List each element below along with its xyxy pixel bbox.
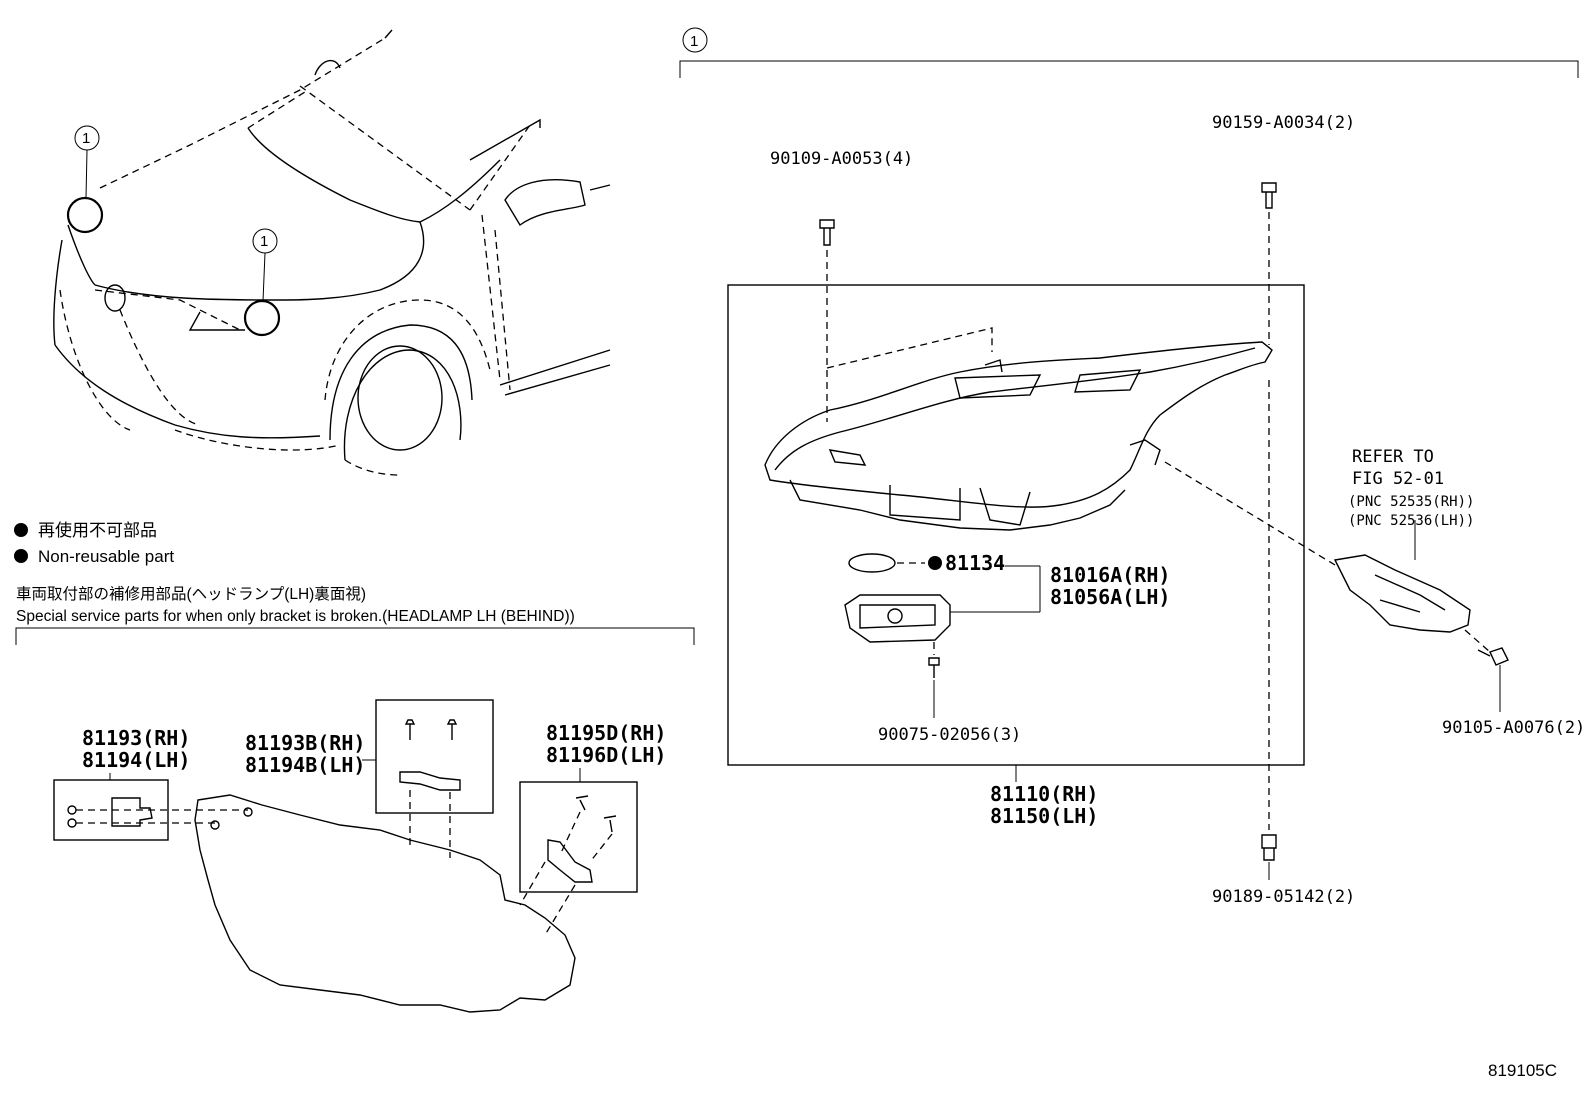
- lamp-control-module-illustration: [844, 594, 951, 643]
- part-label-90159[interactable]: 90159-A0034(2): [1212, 113, 1355, 133]
- special-service-title-jp: 車両取付部の補修用部品(ヘッドランプ(LH)裏面視): [16, 584, 366, 603]
- screw-90159-icon: [1261, 182, 1277, 830]
- refer-to-line4: (PNC 52536(LH)): [1348, 513, 1474, 529]
- non-reusable-dot-icon: [14, 523, 28, 537]
- headlamp-unit-illustration: [764, 327, 1273, 531]
- part-label-81194-lh[interactable]: 81194(LH): [82, 748, 190, 772]
- part-label-81016a-rh[interactable]: 81016A(RH): [1050, 563, 1170, 587]
- part-label-90105[interactable]: 90105-A0076(2): [1442, 718, 1585, 738]
- non-reusable-dot-icon: [928, 556, 942, 570]
- assembly-bracket: [679, 60, 1579, 78]
- part-label-90075[interactable]: 90075-02056(3): [878, 725, 1021, 745]
- part-label-81056a-lh[interactable]: 81056A(LH): [1050, 585, 1170, 609]
- legend-en: Non-reusable part: [38, 547, 174, 566]
- part-label-81195d-rh[interactable]: 81195D(RH): [546, 721, 666, 745]
- part-81195d-box: [519, 781, 638, 893]
- part-label-90189[interactable]: 90189-05142(2): [1212, 887, 1355, 907]
- callout-bubble-1a: 1: [82, 130, 90, 147]
- car-front-illustration: [53, 29, 611, 476]
- refer-to-line2[interactable]: FIG 52-01: [1352, 469, 1444, 489]
- part-label-81110-rh[interactable]: 81110(RH): [990, 782, 1098, 806]
- part-label-81134[interactable]: 81134: [945, 551, 1005, 575]
- part-81193-box: [53, 779, 169, 841]
- bolt-90105-icon: [1477, 647, 1509, 712]
- seal-ring-illustration: [848, 553, 896, 573]
- legend-jp: 再使用不可部品: [38, 520, 157, 540]
- section-bracket: [15, 627, 695, 645]
- screw-90075-icon: [928, 642, 940, 718]
- callout-bubble-1-main: [682, 27, 708, 53]
- part-label-90109[interactable]: 90109-A0053(4): [770, 149, 913, 169]
- headlamp-bracket-illustration: [1164, 461, 1491, 653]
- part-81193b-box: [375, 699, 494, 814]
- refer-to-line3: (PNC 52535(RH)): [1348, 494, 1474, 510]
- part-label-81196d-lh[interactable]: 81196D(LH): [546, 743, 666, 767]
- headlamp-behind-outline: [194, 794, 576, 1013]
- non-reusable-dot-icon: [14, 549, 28, 563]
- part-label-81194b-lh[interactable]: 81194B(LH): [245, 753, 365, 777]
- part-label-81193b-rh[interactable]: 81193B(RH): [245, 731, 365, 755]
- callout-bubble-1-main-number: 1: [690, 33, 698, 50]
- special-service-title-en: Special service parts for when only brac…: [16, 608, 575, 625]
- callout-bubble-1b: 1: [260, 233, 268, 250]
- refer-to-line1: REFER TO: [1352, 447, 1434, 467]
- part-label-81150-lh[interactable]: 81150(LH): [990, 804, 1098, 828]
- figure-id: 819105C: [1488, 1061, 1557, 1080]
- bracket-81193-illustration: [67, 797, 253, 830]
- bracket-81193b-illustration: [399, 719, 461, 858]
- screw-90109-icon: [819, 219, 835, 422]
- part-label-81193-rh[interactable]: 81193(RH): [82, 726, 190, 750]
- bracket-81195d-illustration: [519, 795, 617, 936]
- clip-90189-icon: [1261, 834, 1277, 880]
